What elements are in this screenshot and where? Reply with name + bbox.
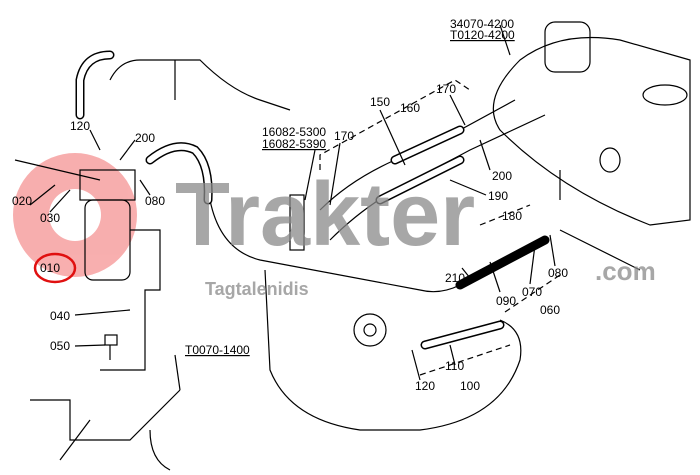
group-150-bracket [319,79,471,170]
fuel-pump [289,194,387,347]
callout-100[interactable]: 100 [460,379,480,393]
callout-090[interactable]: 090 [496,294,516,308]
leader-lines [29,24,556,391]
callout-030[interactable]: 030 [40,211,60,225]
frame-part-number[interactable]: T0070-1400 [185,343,250,357]
callout-040[interactable]: 040 [50,309,70,323]
frame [30,389,181,471]
fuel-lines [109,59,641,431]
fuel-tank [492,21,691,226]
callout-170-b[interactable]: 170 [334,129,354,143]
group-180-bracket [479,204,531,226]
callout-070[interactable]: 070 [522,285,542,299]
callout-120-b[interactable]: 120 [415,379,435,393]
watermark-domain: .com [595,256,656,286]
group-100-bracket [419,344,511,376]
callout-120-a[interactable]: 120 [70,119,90,133]
tank-part-number-1[interactable]: 34070-4200 [450,17,514,31]
highlight-circle [33,252,77,284]
watermark-tagline: Tagtalenidis [205,279,309,299]
gear-logo-watermark [13,153,137,277]
group-060-bracket [504,274,561,313]
pump-part-number-2[interactable]: 16082-5390 [262,137,326,151]
callout-050[interactable]: 050 [50,339,70,353]
callout-200-a[interactable]: 200 [135,131,155,145]
callout-190[interactable]: 190 [488,189,508,203]
fuel-filter [14,159,161,371]
callout-080-b[interactable]: 080 [548,266,568,280]
callout-020[interactable]: 020 [12,194,32,208]
watermark-brand: Trakter [175,165,475,265]
callout-180[interactable]: 180 [502,209,522,223]
callout-160[interactable]: 160 [400,101,420,115]
callout-010[interactable]: 010 [40,261,60,275]
callout-150[interactable]: 150 [370,95,390,109]
callout-210[interactable]: 210 [445,271,465,285]
callout-110[interactable]: 110 [445,359,464,373]
pump-part-number-1[interactable]: 16082-5300 [262,125,326,139]
callout-170-a[interactable]: 170 [436,82,456,96]
tank-part-number-2[interactable]: T0120-4200 [450,28,515,42]
callout-080-a[interactable]: 080 [145,194,165,208]
hose-090 [455,235,550,290]
callout-060[interactable]: 060 [540,303,560,317]
callout-200-b[interactable]: 200 [492,169,512,183]
